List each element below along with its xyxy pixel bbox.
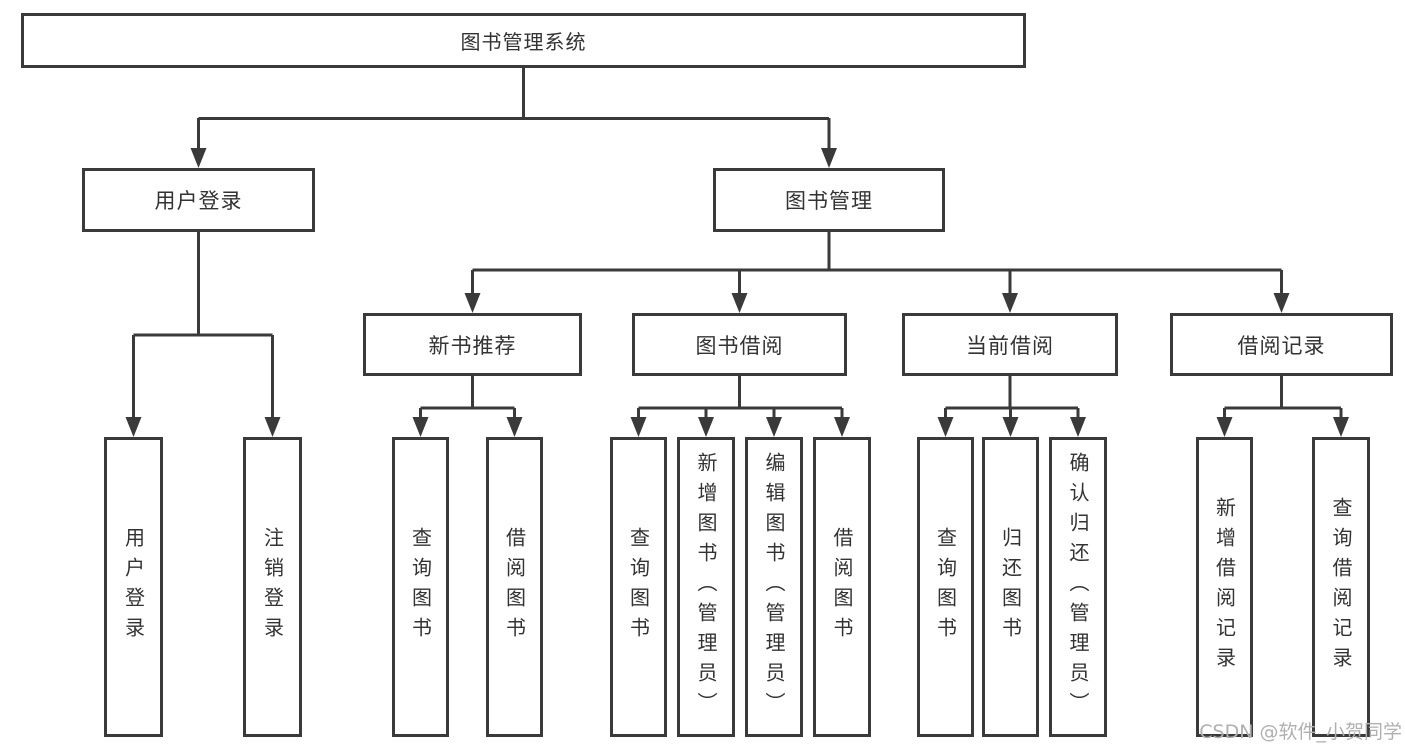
arrowhead-leaf-u0	[125, 417, 142, 437]
branch-book-mgmt-label: 图书管理	[785, 189, 873, 213]
section-book-borrow: 图书借阅	[632, 313, 847, 376]
arrowhead-leaf-r1	[1333, 417, 1349, 437]
leaf-logout-label: 注销登录	[260, 527, 285, 647]
leaf-query-books-newbooks-label: 查询图书	[408, 527, 433, 647]
arrowhead-book-mgmt	[821, 148, 837, 168]
arrowhead-book-borrow	[731, 293, 748, 313]
leaf-edit-books-admin: 编辑图书（管理员）	[745, 437, 803, 737]
leaf-add-books-admin-label: 新增图书（管理员）	[694, 452, 718, 722]
leaf-borrow-books-newbooks-label: 借阅图书	[502, 527, 527, 647]
arrowhead-leaf-u1	[264, 417, 281, 437]
arrowhead-leaf-b1	[698, 417, 714, 437]
leaf-edit-books-admin-label: 编辑图书（管理员）	[762, 452, 786, 722]
leaf-confirm-return-admin-label: 确认归还（管理员）	[1066, 452, 1090, 722]
arrowhead-leaf-r0	[1216, 417, 1233, 437]
arrowhead-leaf-n0	[412, 417, 429, 437]
leaf-query-books-current-label: 查询图书	[933, 527, 958, 647]
leaf-query-borrow-record: 查询借阅记录	[1312, 437, 1370, 737]
arrowhead-leaf-b3	[834, 417, 850, 437]
branch-user-login: 用户登录	[82, 168, 315, 232]
section-current-borrow-label: 当前借阅	[966, 333, 1054, 358]
arrowhead-user-login	[190, 148, 207, 168]
leaf-add-borrow-record: 新增借阅记录	[1196, 437, 1253, 737]
leaf-logout: 注销登录	[243, 437, 302, 737]
leaf-confirm-return-admin: 确认归还（管理员）	[1049, 437, 1107, 737]
leaf-query-books-newbooks: 查询图书	[392, 437, 449, 737]
leaf-user-login: 用户登录	[104, 437, 163, 737]
watermark: CSDN @软件_小贺同学	[1199, 721, 1402, 743]
leaf-borrow-books-newbooks: 借阅图书	[486, 437, 543, 737]
leaf-return-books-label: 归还图书	[998, 527, 1023, 647]
leaf-borrow-books-borrow-label: 借阅图书	[830, 527, 854, 647]
leaf-query-books-borrow: 查询图书	[610, 437, 667, 737]
arrowhead-current-borrow	[1002, 293, 1018, 313]
arrowhead-borrow-records	[1273, 293, 1290, 313]
section-new-books-label: 新书推荐	[428, 333, 517, 358]
leaf-add-borrow-record-label: 新增借阅记录	[1212, 497, 1237, 677]
leaf-add-books-admin: 新增图书（管理员）	[677, 437, 735, 737]
section-borrow-records-label: 借阅记录	[1237, 333, 1326, 358]
leaf-query-books-borrow-label: 查询图书	[626, 527, 651, 647]
leaf-query-books-current: 查询图书	[917, 437, 974, 737]
branch-user-login-label: 用户登录	[154, 189, 243, 213]
section-borrow-records: 借阅记录	[1170, 313, 1393, 376]
section-new-books: 新书推荐	[363, 313, 582, 376]
arrowhead-new-books	[464, 293, 481, 313]
root-node-label: 图书管理系统	[460, 30, 587, 54]
branch-book-mgmt: 图书管理	[713, 168, 945, 232]
arrowhead-leaf-c1	[1002, 417, 1019, 437]
arrowhead-leaf-c2	[1070, 417, 1086, 437]
arrowhead-leaf-n1	[506, 417, 523, 437]
section-current-borrow: 当前借阅	[902, 313, 1118, 376]
arrowhead-leaf-c0	[937, 417, 954, 437]
arrowhead-leaf-b2	[766, 417, 782, 437]
leaf-query-borrow-record-label: 查询借阅记录	[1329, 497, 1353, 677]
leaf-return-books: 归还图书	[982, 437, 1039, 737]
section-book-borrow-label: 图书借阅	[695, 333, 784, 358]
root-node: 图书管理系统	[21, 13, 1026, 68]
leaf-user-login-label: 用户登录	[121, 527, 146, 647]
arrowhead-leaf-b0	[630, 417, 647, 437]
leaf-borrow-books-borrow: 借阅图书	[813, 437, 871, 737]
